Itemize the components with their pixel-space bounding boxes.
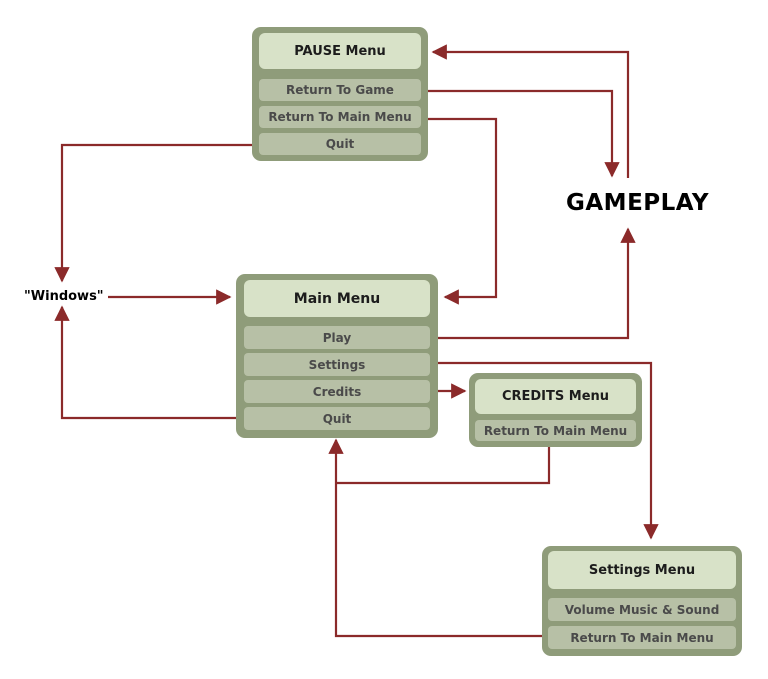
pause-menu: PAUSE Menu Return To Game Return To Main… (252, 27, 428, 161)
settings-return-to-main-menu-button[interactable]: Return To Main Menu (548, 626, 736, 649)
credits-return-to-main-menu-button[interactable]: Return To Main Menu (475, 420, 636, 441)
pause-menu-title: PAUSE Menu (259, 33, 421, 69)
pause-return-to-game-button[interactable]: Return To Game (259, 79, 421, 101)
settings-volume-music-sound-button[interactable]: Volume Music & Sound (548, 598, 736, 621)
settings-menu-title: Settings Menu (548, 551, 736, 589)
arrow-return-to-game (416, 89, 620, 178)
arrow-pause-quit (54, 143, 276, 283)
main-settings-button[interactable]: Settings (244, 353, 430, 376)
settings-menu: Settings Menu Volume Music & Sound Retur… (542, 546, 742, 656)
credits-menu-title: CREDITS Menu (475, 379, 636, 414)
pause-return-to-main-menu-button[interactable]: Return To Main Menu (259, 106, 421, 128)
arrow-play-to-gameplay (416, 227, 636, 340)
main-menu: Main Menu Play Settings Credits Quit (236, 274, 438, 438)
gameplay-label: GAMEPLAY (566, 190, 710, 216)
arrow-settings (416, 361, 659, 540)
arrow-settings-return (328, 438, 553, 638)
main-play-button[interactable]: Play (244, 326, 430, 349)
pause-quit-button[interactable]: Quit (259, 133, 421, 155)
main-credits-button[interactable]: Credits (244, 380, 430, 403)
main-quit-button[interactable]: Quit (244, 407, 430, 430)
main-menu-title: Main Menu (244, 280, 430, 317)
arrow-gameplay-to-pause (431, 44, 630, 178)
windows-label: "Windows" (24, 289, 104, 304)
arrow-credits-return (336, 442, 551, 485)
credits-menu: CREDITS Menu Return To Main Menu (469, 373, 642, 447)
arrow-main-quit (54, 305, 262, 420)
arrow-pause-to-main (416, 117, 498, 305)
